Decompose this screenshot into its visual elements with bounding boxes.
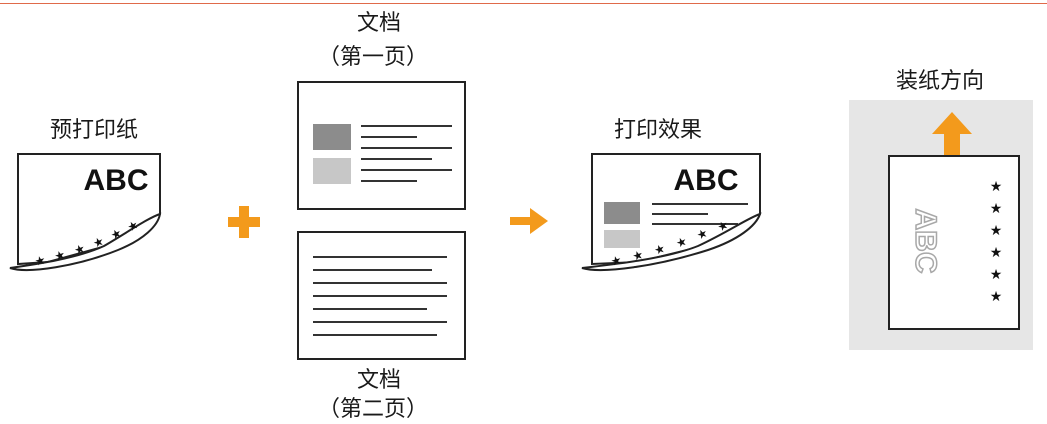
star-icon: ★: [91, 234, 106, 251]
star-icon: ★: [990, 289, 1003, 305]
star-icon: ★: [990, 223, 1003, 239]
label-paper-orientation: 装纸方向: [896, 69, 985, 94]
image-block-light: [313, 158, 351, 184]
star-icon: ★: [53, 247, 68, 264]
star-icon: ★: [631, 247, 646, 264]
label-doc-page2-sub: （第二页）: [318, 397, 429, 422]
result-abc-text: ABC: [674, 164, 739, 197]
arrow-up-icon: [932, 112, 972, 158]
label-doc-page1-sub: （第一页）: [318, 45, 429, 70]
star-icon: ★: [652, 241, 667, 258]
star-icon: ★: [990, 245, 1003, 261]
top-divider: [0, 3, 1047, 4]
document-page1: [297, 81, 466, 210]
image-block-dark: [313, 124, 351, 150]
star-icon: ★: [990, 201, 1003, 217]
label-print-result: 打印效果: [614, 118, 703, 143]
star-icon: ★: [108, 225, 124, 242]
star-icon: ★: [694, 225, 710, 242]
star-icon: ★: [990, 267, 1003, 283]
star-icon: ★: [33, 253, 47, 269]
print-result-illustration: ABC ★ ★ ★ ★ ★ ★: [581, 153, 762, 271]
preprinted-abc-text: ABC: [84, 164, 149, 197]
star-icon: ★: [990, 179, 1003, 195]
arrow-right-icon: [510, 208, 548, 234]
label-preprinted-paper: 预打印纸: [50, 118, 139, 143]
star-icon: ★: [609, 253, 623, 269]
mirrored-abc-text: ABC: [909, 209, 942, 274]
document-page2: [297, 231, 466, 360]
label-doc-page2: 文档: [357, 368, 402, 393]
star-icon: ★: [674, 234, 689, 251]
star-icon: ★: [72, 241, 87, 258]
plus-icon: [228, 206, 260, 238]
loaded-paper-sheet: ABC ★ ★ ★ ★ ★ ★: [888, 155, 1020, 330]
preprinted-paper-illustration: ABC ★ ★ ★ ★ ★ ★: [9, 153, 162, 271]
label-doc-page1: 文档: [357, 11, 402, 36]
